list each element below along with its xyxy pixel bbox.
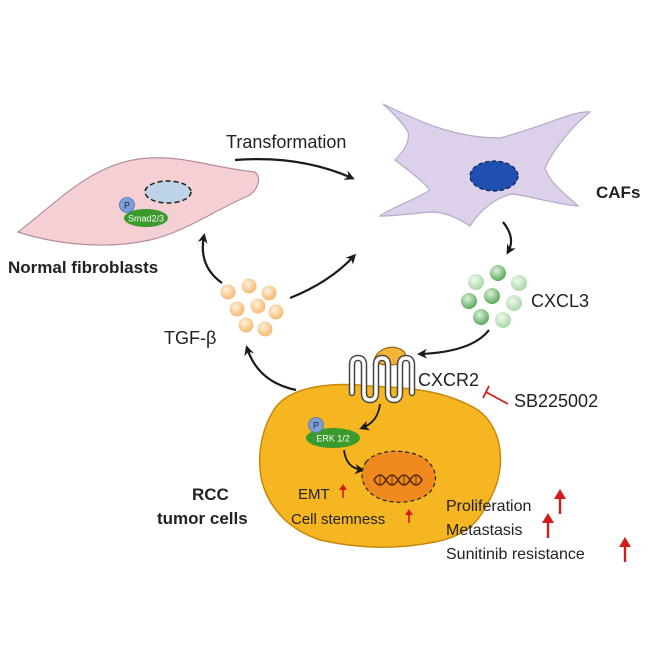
stemness-label: Cell stemness xyxy=(291,511,385,528)
tgf-particle xyxy=(268,304,284,320)
cxcr2-label: CXCR2 xyxy=(418,370,479,390)
outcome-sunitinib: Sunitinib resistance xyxy=(446,546,585,563)
cxcl3-particle xyxy=(461,293,477,309)
erk-protein xyxy=(306,428,360,448)
fibroblast-nucleus xyxy=(144,180,192,204)
erk-label: ERK 1/2 xyxy=(316,434,350,444)
tgf-to-fibroblast-arrow xyxy=(197,233,223,284)
inhibition-symbol xyxy=(482,385,509,405)
emt-up-arrow xyxy=(339,484,347,498)
cxcl3-particle xyxy=(490,265,506,281)
tgf-particle xyxy=(257,321,273,337)
emt-label: EMT xyxy=(298,486,330,503)
cxcl3-particle xyxy=(506,295,522,311)
proliferation-up-arrow xyxy=(554,489,566,514)
tumor-nucleus xyxy=(361,450,437,503)
dna-icon xyxy=(373,474,423,486)
cafs-label: CAFs xyxy=(596,183,640,202)
fibroblast-body xyxy=(16,157,260,246)
erk-phospho-label: P xyxy=(313,421,319,431)
smad-label: Smad2/3 xyxy=(128,214,164,224)
inhibitor-label: SB225002 xyxy=(514,391,598,411)
tgf-particle xyxy=(250,298,266,314)
tgf-particle xyxy=(229,301,245,317)
normal-fibroblasts-label: Normal fibroblasts xyxy=(8,258,158,277)
tgf-particle xyxy=(261,285,277,301)
smad-phospho-label: P xyxy=(124,201,130,211)
caf-cell xyxy=(378,103,592,227)
outcome-proliferation: Proliferation xyxy=(446,498,531,515)
cxcl3-particle xyxy=(511,275,527,291)
cxcl3-particle xyxy=(484,288,500,304)
rcc-label-line1: RCC xyxy=(192,485,229,504)
sunitinib-up-arrow xyxy=(619,537,631,562)
tgf-particle xyxy=(220,284,236,300)
cxcl3-cluster xyxy=(461,265,527,328)
tgf-beta-label: TGF-β xyxy=(164,328,216,348)
smad-protein xyxy=(124,209,168,227)
erk-phospho-circle xyxy=(308,417,324,433)
tumor-to-tgf-arrow xyxy=(244,345,297,392)
cxcl3-particle xyxy=(468,274,484,290)
transformation-label: Transformation xyxy=(226,132,346,152)
smad-phospho-circle xyxy=(119,197,135,213)
normal-fibroblast-cell: Smad2/3 P xyxy=(16,157,260,246)
cxcl3-particle xyxy=(473,309,489,325)
caf-nucleus xyxy=(469,160,519,192)
metastasis-up-arrow xyxy=(542,513,554,538)
cxcl3-label: CXCL3 xyxy=(531,291,589,311)
erk-to-nucleus-arrow xyxy=(343,449,365,475)
cxcl3-particle xyxy=(495,312,511,328)
cxcl3-to-cxcr2-arrow xyxy=(417,329,490,359)
tgf-to-caf-arrow xyxy=(289,253,357,300)
transformation-arrow xyxy=(234,158,355,180)
rcc-label-line2: tumor cells xyxy=(157,509,248,528)
rcc-tumor-cell: ERK 1/2 P EMT Cell stemness xyxy=(258,346,502,548)
stemness-up-arrow xyxy=(405,509,413,523)
tgf-beta-cluster xyxy=(220,278,284,337)
outcome-metastasis: Metastasis xyxy=(446,522,522,539)
tgf-particle xyxy=(238,317,254,333)
tgf-particle xyxy=(241,278,257,294)
receptor-to-erk-arrow xyxy=(359,403,381,431)
caf-to-cxcl3-arrow xyxy=(502,221,516,255)
cxcr2-receptor xyxy=(348,346,416,404)
